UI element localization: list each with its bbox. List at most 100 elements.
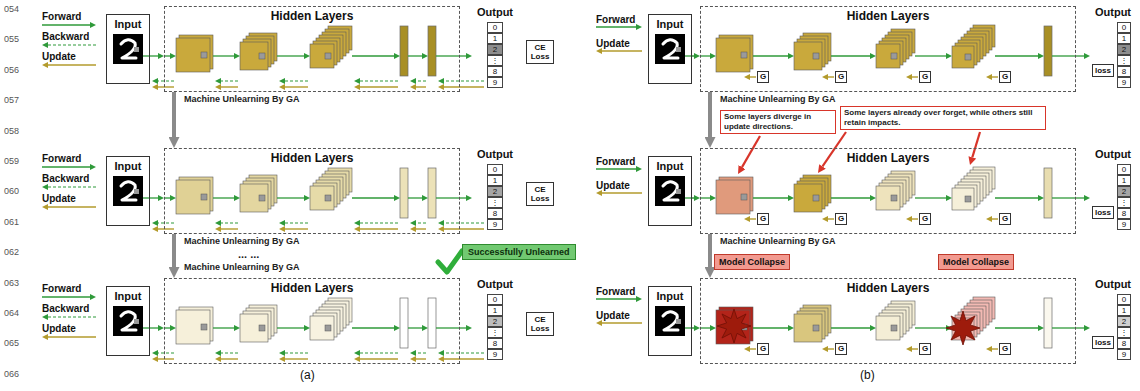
legend-text: Forward — [42, 11, 81, 22]
node-text: G — [758, 344, 768, 354]
update-arrow — [912, 348, 918, 349]
output-column: Output012⋮89 — [1090, 148, 1136, 234]
node-text: 8 — [488, 339, 502, 348]
hidden-layers-box: Hidden LayersGGGG — [700, 278, 1076, 364]
forward-arrow — [700, 197, 710, 198]
update-arrow — [416, 228, 426, 229]
receptive-patch — [891, 325, 897, 331]
forward-arrow — [915, 55, 946, 56]
node-text: 9 — [488, 350, 502, 359]
update-arrow — [828, 348, 834, 349]
line-number: 058 — [4, 126, 19, 136]
feature-map — [240, 184, 268, 212]
legend-text: Update — [596, 180, 630, 191]
line-number: 064 — [4, 308, 19, 318]
forward-connector — [1076, 327, 1084, 328]
node-text: ⋮ — [1118, 198, 1130, 207]
forward-arrow — [277, 327, 304, 328]
forward-connector — [460, 327, 466, 328]
node-text: 0 — [488, 295, 502, 304]
input-box: Input — [106, 286, 150, 356]
forward-arrow — [352, 55, 394, 56]
output-cell: 1 — [1117, 305, 1131, 316]
legend-text: Forward — [42, 283, 81, 294]
feature-map — [240, 42, 268, 70]
receptive-patch — [965, 196, 971, 202]
receptive-patch — [259, 53, 265, 59]
feature-map — [716, 180, 750, 214]
collapse-burst — [946, 311, 980, 345]
forward-arrow — [277, 197, 304, 198]
update-sample — [602, 192, 642, 193]
backward-sample — [48, 44, 96, 45]
forward-arrow — [408, 197, 422, 198]
update-sample — [602, 50, 642, 51]
node-text: G — [758, 72, 768, 82]
node-text: ⋮ — [488, 198, 502, 207]
line-number: 056 — [4, 65, 19, 75]
forward-connector — [150, 327, 158, 328]
update-arrow — [285, 358, 308, 359]
backward-arrow — [158, 222, 174, 223]
receptive-patch — [201, 324, 207, 330]
node-text: ⋮ — [1118, 328, 1130, 337]
hidden-layers-box: Hidden Layers — [164, 6, 460, 92]
node-text: 9 — [1118, 78, 1130, 87]
callout-arrow — [823, 132, 846, 166]
gradient-box: G — [835, 213, 847, 225]
node-text: 0 — [1118, 23, 1130, 32]
loss-box: CE Loss — [526, 40, 554, 64]
node-text: ⋮ — [488, 328, 502, 337]
node-text: Output — [472, 278, 518, 290]
output-cell: 9 — [487, 349, 503, 360]
node-text: 1 — [1118, 34, 1130, 43]
digit-image — [655, 176, 685, 206]
update-arrow — [444, 86, 484, 87]
feature-map — [876, 316, 900, 340]
output-column: Output012⋮89 — [472, 148, 518, 234]
node-text: loss — [1093, 207, 1113, 218]
line-number: 055 — [4, 34, 19, 44]
node-text: 2 — [1118, 187, 1130, 196]
legend-text: Forward — [596, 286, 635, 297]
backward-arrow — [416, 222, 426, 223]
receptive-patch — [134, 189, 139, 194]
dense-layer — [400, 26, 408, 76]
output-cell: 8 — [1117, 338, 1131, 349]
backward-arrow — [158, 352, 174, 353]
forward-connector — [150, 55, 158, 56]
forward-arrow — [143, 55, 150, 56]
output-cell: ⋮ — [487, 55, 503, 66]
backward-arrow — [444, 222, 484, 223]
update-arrow — [360, 358, 398, 359]
output-cell: 1 — [1117, 175, 1131, 186]
update-arrow — [221, 228, 238, 229]
node-text: 9 — [488, 220, 502, 229]
dense-layer — [428, 298, 436, 348]
dense-layer — [1044, 298, 1052, 348]
digit-stroke — [663, 312, 678, 330]
output-cell: 8 — [1117, 208, 1131, 219]
node-text: Input — [107, 15, 149, 30]
node-text: 0 — [488, 165, 502, 174]
forward-arrow — [143, 327, 150, 328]
node-text: G — [836, 214, 846, 224]
node-text: G — [758, 214, 768, 224]
success-callout: Successfully Unlearned — [462, 244, 576, 260]
legend-text: Forward — [42, 153, 81, 164]
node-text: Input — [107, 287, 149, 302]
forward-arrow — [408, 55, 422, 56]
loss-box: CE Loss — [526, 182, 554, 206]
node-text: Successfully Unlearned — [468, 247, 570, 257]
output-cell: ⋮ — [1117, 55, 1131, 66]
node-text: 2 — [488, 45, 502, 54]
receptive-patch — [325, 195, 331, 201]
output-cell: ⋮ — [487, 327, 503, 338]
node-text: 9 — [488, 78, 502, 87]
backward-arrow — [444, 80, 484, 81]
forward-connector — [460, 55, 466, 56]
digit-stroke — [663, 182, 678, 200]
output-column: Output012⋮89 — [1090, 278, 1136, 364]
node-text: 1 — [488, 306, 502, 315]
forward-sample — [42, 166, 90, 167]
